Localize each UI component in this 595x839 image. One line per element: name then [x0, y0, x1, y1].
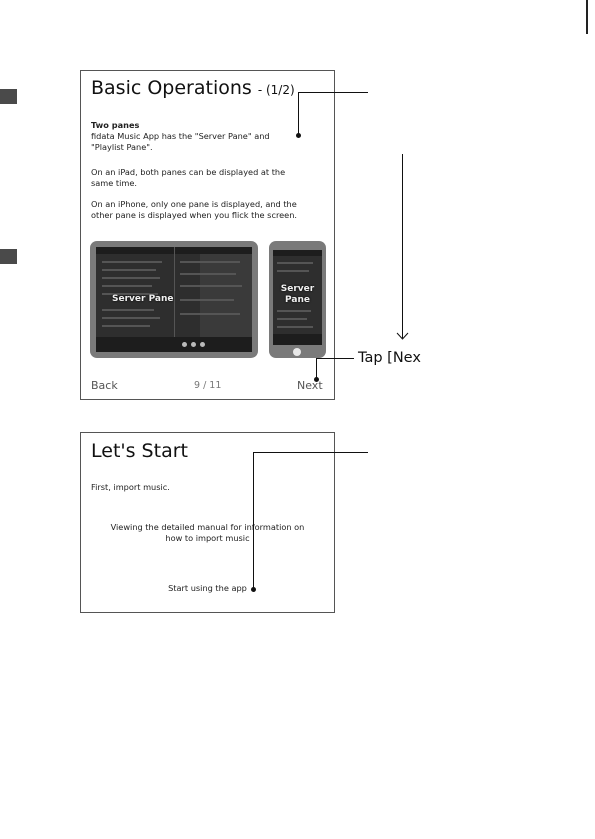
next-button[interactable]: Next	[297, 379, 323, 392]
side-tab-marker	[0, 89, 17, 104]
phone-home-button	[293, 348, 301, 356]
server-pane-label: Server Pane	[112, 294, 174, 304]
phone-pane-label: Server Pane	[280, 284, 315, 305]
start-using-app-button[interactable]: Start using the app	[168, 583, 247, 593]
section-heading: Two panes	[91, 120, 140, 130]
scroll-arrow-line	[402, 154, 403, 338]
body-text: On an iPhone, only one pane is displayed…	[91, 199, 297, 209]
callout-dot	[314, 377, 319, 382]
body-text: other pane is displayed when you flick t…	[91, 210, 298, 220]
screenshot-basic-operations: Basic Operations - (1/2) Two panes fidat…	[80, 70, 335, 400]
screenshot-lets-start: Let's Start First, import music. Viewing…	[80, 432, 335, 613]
page-indicator: 9 / 11	[194, 380, 222, 391]
body-text: On an iPad, both panes can be displayed …	[91, 167, 286, 177]
callout-line	[253, 452, 254, 589]
screen-title: Let's Start	[91, 440, 188, 462]
page-edge-line	[586, 0, 588, 34]
callout-dot	[296, 133, 301, 138]
callout-line	[298, 92, 299, 135]
callout-line	[316, 358, 354, 359]
body-text: "Playlist Pane".	[91, 142, 153, 152]
tablet-mockup-image: Server Pane	[90, 241, 258, 358]
tablet-screen: Server Pane	[96, 247, 252, 352]
screen-title: Basic Operations - (1/2)	[91, 77, 295, 99]
body-text: fidata Music App has the "Server Pane" a…	[91, 131, 270, 141]
callout-line	[253, 452, 368, 453]
callout-line	[316, 358, 317, 379]
side-tab-marker	[0, 249, 17, 264]
back-button[interactable]: Back	[91, 379, 118, 392]
manual-link[interactable]: Viewing the detailed manual for informat…	[110, 522, 305, 543]
callout-dot	[251, 587, 256, 592]
tap-next-callout: Tap [Nex	[358, 350, 421, 366]
page-count-suffix: - (1/2)	[257, 83, 295, 97]
body-text: same time.	[91, 178, 137, 188]
body-text: First, import music.	[91, 482, 170, 492]
phone-mockup-image: Server Pane	[269, 241, 326, 358]
callout-line	[298, 92, 368, 93]
phone-screen: Server Pane	[273, 250, 322, 345]
down-arrow-icon	[396, 332, 409, 340]
